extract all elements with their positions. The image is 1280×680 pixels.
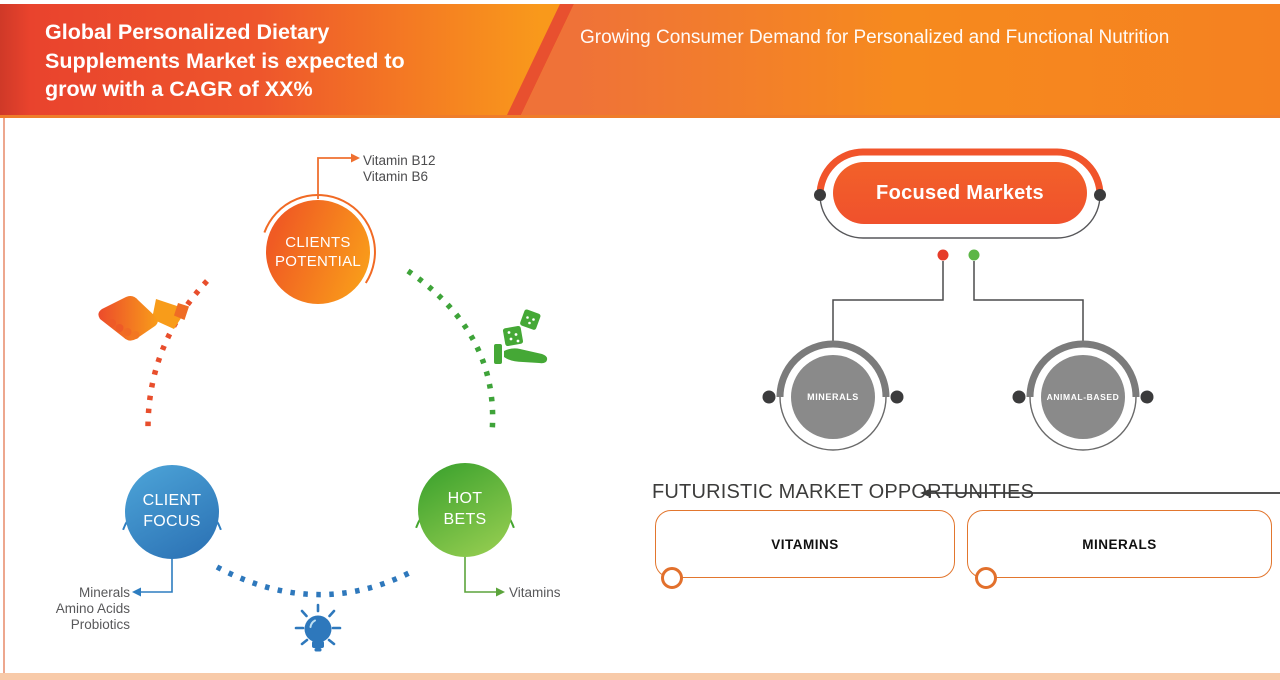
focused-markets-ring [814, 148, 1106, 239]
node-label: HOT BETS [443, 490, 487, 528]
opportunities-arrow [920, 488, 1280, 498]
green-dot [968, 249, 980, 261]
callout-hot-bets: Vitamins [509, 585, 561, 601]
callout-clients-potential: Vitamin B12 Vitamin B6 [363, 153, 436, 185]
page-left-border [3, 118, 5, 673]
opportunity-ring-icon [975, 567, 997, 589]
cycle-dotted-arcs [145, 268, 496, 598]
money-hand-icon [494, 309, 548, 364]
callout-client-focus: Minerals Amino Acids Probiotics [26, 585, 130, 633]
opportunity-box-vitamins: VITAMINS [655, 510, 955, 578]
opportunity-box-minerals: MINERALS [967, 510, 1272, 578]
focused-markets-pill: Focused Markets [833, 162, 1087, 224]
page-title: Global Personalized Dietary Supplements … [45, 20, 405, 102]
market-node-minerals: MINERALS [791, 355, 875, 439]
opportunity-label: MINERALS [1082, 536, 1157, 552]
market-node-label: ANIMAL-BASED [1046, 392, 1120, 402]
callout-line: Vitamin B6 [363, 169, 429, 184]
market-node-rings [762, 340, 1154, 451]
callout-line: Minerals [78, 585, 130, 600]
focused-markets-title: Focused Markets [876, 181, 1044, 204]
handshake-icon [98, 296, 189, 341]
callout-line: Vitamins [509, 585, 561, 600]
red-dot [937, 249, 949, 261]
opportunity-label: VITAMINS [771, 536, 839, 552]
page-bottom-border [0, 673, 1280, 680]
callout-line: Amino Acids [55, 601, 130, 616]
cycle-node-clients-potential: CLIENTS POTENTIAL [266, 200, 370, 304]
bulb-icon [294, 603, 342, 652]
callout-connectors [132, 153, 505, 597]
callout-line: Probiotics [70, 617, 130, 632]
opportunity-ring-icon [661, 567, 683, 589]
opportunities-heading: FUTURISTIC MARKET OPPORTUNITIES [652, 481, 1035, 503]
banner-right-panel [521, 4, 1280, 115]
cycle-node-hot-bets: HOT BETS [418, 463, 512, 557]
callout-line: Vitamin B12 [363, 153, 436, 168]
cycle-node-client-focus: CLIENT FOCUS [125, 465, 219, 559]
market-node-label: MINERALS [807, 392, 859, 402]
node-label: CLIENT FOCUS [142, 492, 202, 530]
tree-connectors [832, 249, 1084, 342]
node-label: CLIENTS POTENTIAL [274, 233, 362, 271]
market-node-animal-based: ANIMAL-BASED [1041, 355, 1125, 439]
banner-subtitle: Growing Consumer Demand for Personalized… [580, 27, 1170, 48]
header-banner: Global Personalized Dietary Supplements … [0, 4, 1280, 118]
